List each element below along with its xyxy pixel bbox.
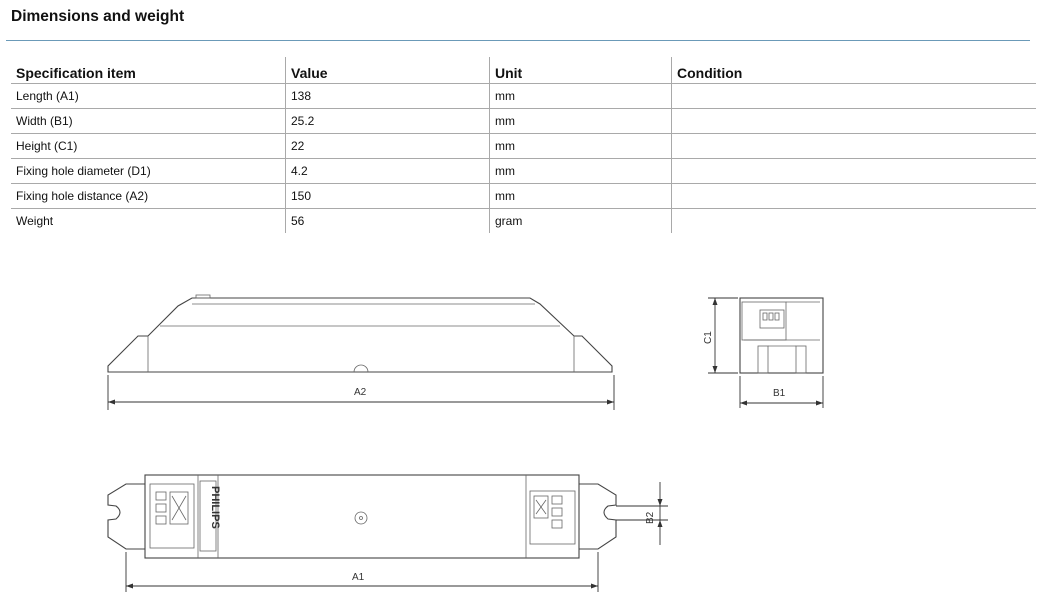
cell-condition [671, 133, 1036, 159]
cell-unit: mm [489, 183, 672, 209]
dimension-label-b2: B2 [645, 511, 656, 524]
cell-condition [671, 183, 1036, 209]
cell-unit: mm [489, 83, 672, 109]
table-row: Height (C1) 22 mm [11, 133, 1036, 159]
cell-value: 25.2 [285, 108, 490, 134]
cell-item: Height (C1) [11, 133, 286, 159]
cell-condition [671, 158, 1036, 184]
cell-unit: mm [489, 108, 672, 134]
table-row: Weight 56 gram [11, 208, 1036, 233]
column-header-condition: Condition [671, 57, 1036, 84]
top-view: PHILIPS A1 B2 [107, 474, 668, 592]
table-row: Fixing hole diameter (D1) 4.2 mm [11, 158, 1036, 184]
column-header-unit: Unit [489, 57, 672, 84]
cell-condition [671, 208, 1036, 233]
dimension-label-b1: B1 [773, 388, 786, 399]
title-divider [6, 40, 1030, 41]
column-header-value: Value [285, 57, 490, 84]
cell-item: Length (A1) [11, 83, 286, 109]
table-row: Fixing hole distance (A2) 150 mm [11, 183, 1036, 209]
cell-value: 56 [285, 208, 490, 233]
cell-item: Fixing hole distance (A2) [11, 183, 286, 209]
cell-unit: mm [489, 133, 672, 159]
column-header-item: Specification item [11, 57, 286, 84]
section-title: Dimensions and weight [11, 8, 185, 25]
cell-condition [671, 83, 1036, 109]
cell-value: 4.2 [285, 158, 490, 184]
table-header-row: Specification item Value Unit Condition [11, 57, 1036, 84]
cell-item: Width (B1) [11, 108, 286, 134]
cell-value: 22 [285, 133, 490, 159]
dimension-label-a2: A2 [354, 387, 367, 398]
dimension-label-a1: A1 [352, 572, 365, 583]
cell-value: 138 [285, 83, 490, 109]
end-view: C1 B1 [703, 297, 824, 408]
cell-unit: gram [489, 208, 672, 233]
cell-condition [671, 108, 1036, 134]
cell-item: Fixing hole diameter (D1) [11, 158, 286, 184]
side-view: A2 [107, 294, 615, 410]
cell-item: Weight [16, 214, 54, 228]
table-row: Length (A1) 138 mm [11, 83, 1036, 109]
cell-value: 150 [285, 183, 490, 209]
specification-table: Specification item Value Unit Condition … [11, 57, 1036, 233]
dimension-label-c1: C1 [703, 331, 714, 344]
cell-unit: mm [489, 158, 672, 184]
brand-label: PHILIPS [209, 486, 221, 529]
table-row: Width (B1) 25.2 mm [11, 108, 1036, 134]
